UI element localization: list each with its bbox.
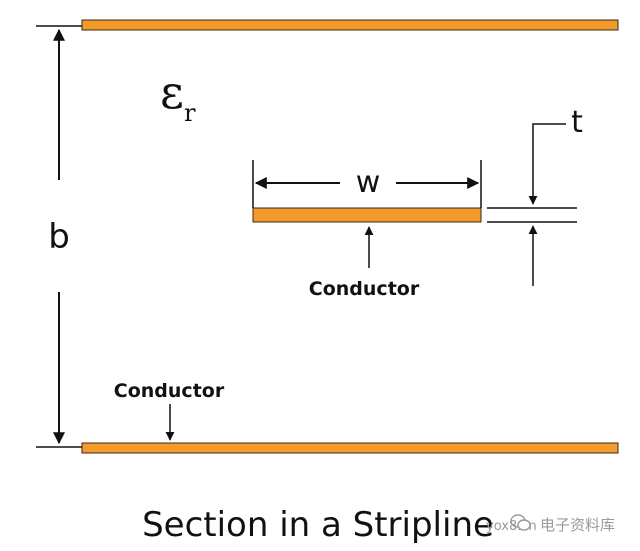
wechat-icon [510,514,531,531]
width-label: w [356,165,381,200]
dielectric-subscript: r [184,99,196,127]
diagram-caption: Section in a Stripline [142,505,494,545]
top-ground-plane [81,19,619,31]
thickness-arrow-top [528,123,566,205]
ground-conductor-label: Conductor [114,380,225,402]
center-conductor-label: Conductor [309,278,420,300]
center-conductor-strip [252,207,482,223]
thickness-label: t [571,105,583,140]
dielectric-symbol: ε [160,65,184,119]
height-label: b [48,217,70,257]
watermark-channel: 电子资料库 [540,516,615,534]
bottom-ground-plane [81,442,619,454]
